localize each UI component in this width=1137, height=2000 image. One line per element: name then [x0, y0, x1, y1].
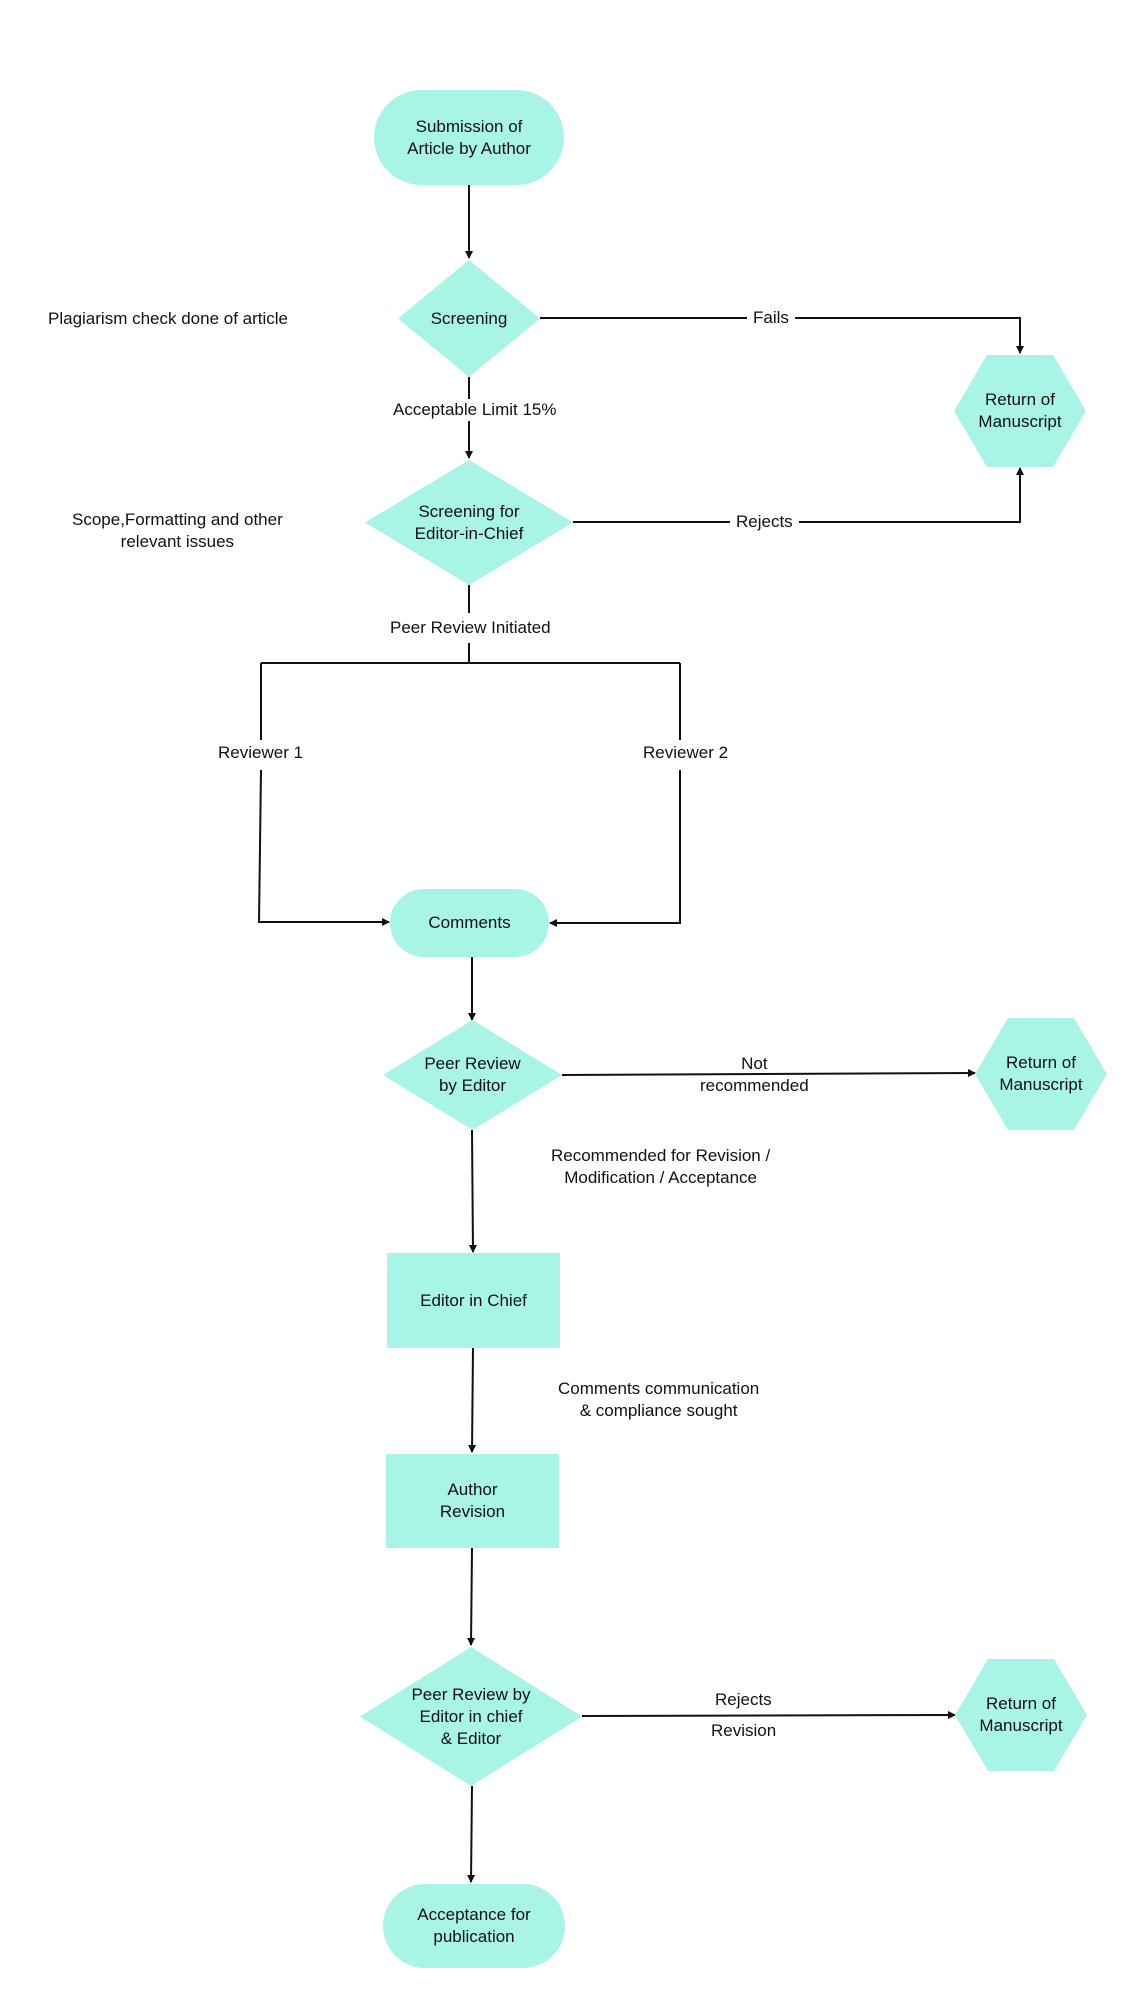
screening-node: Screening	[398, 260, 540, 377]
return-of-manuscript-node-1: Return of Manuscript	[954, 355, 1086, 467]
scope-note: Scope,Formatting and other relevant issu…	[72, 510, 283, 551]
return-of-manuscript-node-2: Return of Manuscript	[975, 1018, 1107, 1130]
editor-in-chief-node: Editor in Chief	[387, 1253, 560, 1348]
line-peer-review-split	[261, 643, 680, 664]
rejects-label-2: Rejects	[715, 1690, 772, 1709]
screening-eic-label: Screening for Editor-in-Chief	[414, 501, 524, 543]
arrow-reviewer2-to-comments	[550, 663, 681, 923]
acceptable-limit-label: Acceptable Limit 15%	[387, 399, 563, 421]
arrow-peer-review-editor-to-eic	[468, 1129, 477, 1253]
plagiarism-note: Plagiarism check done of article	[48, 309, 289, 328]
acceptance-node: Acceptance for publication	[383, 1884, 565, 1968]
revision-label: Revision	[711, 1721, 777, 1740]
return-of-manuscript-node-3: Return of Manuscript	[955, 1659, 1087, 1771]
rejects-label-1: Rejects	[730, 511, 799, 533]
return-of-manuscript-label-3: Return of Manuscript	[979, 1694, 1063, 1735]
peer-review-initiated-label: Peer Review Initiated	[384, 617, 557, 639]
submission-node: Submission of Article by Author	[374, 90, 564, 185]
comments-label: Comments	[428, 913, 511, 932]
comments-node: Comments	[390, 889, 549, 957]
return-of-manuscript-label-2: Return of Manuscript	[999, 1053, 1083, 1094]
screening-label: Screening	[430, 308, 508, 328]
editor-in-chief-label: Editor in Chief	[420, 1290, 527, 1310]
arrow-screening-fails-to-return	[540, 317, 1024, 354]
peer-review-eic-label: Peer Review by Editor in chief & Editor	[411, 1684, 531, 1748]
screening-eic-node: Screening for Editor-in-Chief	[365, 460, 573, 585]
recommended-label: Recommended for Revision / Modification …	[551, 1146, 771, 1187]
submission-label: Submission of Article by Author	[407, 116, 531, 158]
not-recommended-label: Not recommended	[700, 1054, 809, 1095]
arrow-eic-to-author-revision	[468, 1347, 477, 1453]
author-revision-label: Author Revision	[439, 1480, 506, 1521]
acceptance-label: Acceptance for publication	[417, 1905, 531, 1946]
arrow-author-revision-to-final-review	[467, 1547, 476, 1646]
arrow-final-rejects-to-return	[581, 1711, 956, 1720]
peer-review-eic-node: Peer Review by Editor in chief & Editor	[360, 1647, 582, 1786]
peer-review-editor-label: Peer Review by Editor	[424, 1054, 521, 1095]
reviewer-1-label: Reviewer 1	[212, 742, 310, 764]
return-of-manuscript-label-1: Return of Manuscript	[978, 390, 1062, 431]
arrow-not-recommended-to-return	[561, 1069, 976, 1078]
peer-review-editor-node: Peer Review by Editor	[383, 1020, 562, 1130]
author-revision-node: Author Revision	[386, 1454, 559, 1548]
arrow-eic-rejects-to-return	[573, 467, 1024, 523]
comments-communication-label: Comments communication & compliance soug…	[558, 1379, 760, 1420]
arrow-final-review-to-acceptance	[467, 1785, 476, 1883]
arrow-reviewer1-to-comments	[257, 663, 389, 922]
fails-label: Fails	[747, 307, 795, 329]
reviewer-2-label: Reviewer 2	[637, 742, 735, 764]
